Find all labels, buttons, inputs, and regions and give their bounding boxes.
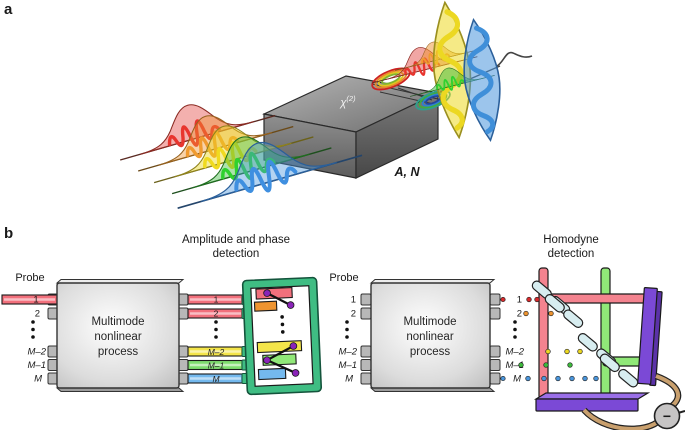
left-input-ellipsis-dots — [31, 320, 35, 339]
quadrature-photon-label: A, N — [394, 165, 421, 179]
right-output-ellipsis-dots — [513, 320, 517, 339]
channel-bar-label-2: 2 — [214, 309, 219, 319]
amplitude-phase-title-line1: Amplitude and phase — [182, 234, 290, 246]
right-box-text-line1: Multimode — [403, 316, 456, 328]
channel-bar-label-m1: M–1 — [208, 361, 225, 371]
right-box-text-line3: process — [410, 346, 451, 358]
right-output-label-1: 1 — [517, 295, 522, 306]
base-slab — [533, 392, 651, 412]
right-box-output-tabs — [489, 293, 501, 385]
panel-b-label: b — [4, 225, 13, 242]
frame-ellipsis-dots — [280, 315, 285, 334]
detector-slab — [637, 287, 663, 387]
right-output-label-m: M — [513, 374, 521, 385]
homodyne-title-line2: detection — [548, 248, 595, 260]
port-dot-1 — [500, 296, 506, 303]
left-input-label-m1: M–1 — [28, 360, 46, 371]
right-multimode-box: Multimode nonlinear process — [369, 279, 496, 392]
right-output-label-m1: M–1 — [506, 360, 524, 371]
probe-input-bar-1 — [1, 294, 58, 305]
right-output-label-2: 2 — [517, 309, 522, 320]
beam-dots — [518, 296, 599, 382]
left-output-ellipsis-dots — [214, 320, 218, 339]
amplitude-phase-title-line2: detection — [213, 248, 260, 260]
homodyne-title-line1: Homodyne — [543, 234, 599, 246]
right-input-label-m1: M–1 — [339, 360, 357, 371]
channel-bar-label-1: 1 — [214, 295, 219, 305]
probe-label-right: Probe — [329, 272, 358, 284]
left-input-label-m: M — [34, 374, 42, 385]
detector-cables — [581, 372, 682, 430]
port-dot-m — [500, 375, 506, 382]
right-input-label-m2: M–2 — [339, 347, 358, 358]
right-input-label-2: 2 — [351, 309, 356, 320]
right-box-input-tabs — [360, 293, 372, 385]
right-box-text-line2: nonlinear — [406, 331, 453, 343]
panel-a-label: a — [4, 1, 13, 18]
right-input-label-1: 1 — [351, 295, 356, 306]
lo-rail-green-vertical — [600, 267, 611, 399]
box-right-face — [355, 92, 439, 179]
output-axis-tail — [496, 51, 533, 67]
left-box-text-line2: nonlinear — [94, 331, 141, 343]
right-input-label-m: M — [345, 374, 353, 385]
channel-bar-label-m2: M–2 — [208, 347, 225, 357]
minus-sign: − — [663, 408, 671, 424]
left-input-label-1: 1 — [33, 295, 38, 306]
right-input-ellipsis-dots — [345, 320, 349, 339]
probe-label-left: Probe — [15, 272, 44, 284]
left-multimode-box: Multimode nonlinear process — [55, 279, 185, 392]
phase-measurement-links — [263, 289, 300, 377]
channel-bar-label-m: M — [212, 374, 220, 384]
balanced-detector: − — [653, 402, 685, 430]
amplitude-phase-detector — [241, 276, 323, 396]
left-box-text-line1: Multimode — [91, 316, 144, 328]
right-output-label-m2: M–2 — [506, 347, 525, 358]
chi2-label: χ(2) — [339, 94, 356, 109]
homodyne-detection-setup: − — [518, 267, 685, 430]
left-input-label-m2: M–2 — [28, 347, 47, 358]
left-box-text-line3: process — [98, 346, 139, 358]
left-input-label-2: 2 — [35, 309, 40, 320]
